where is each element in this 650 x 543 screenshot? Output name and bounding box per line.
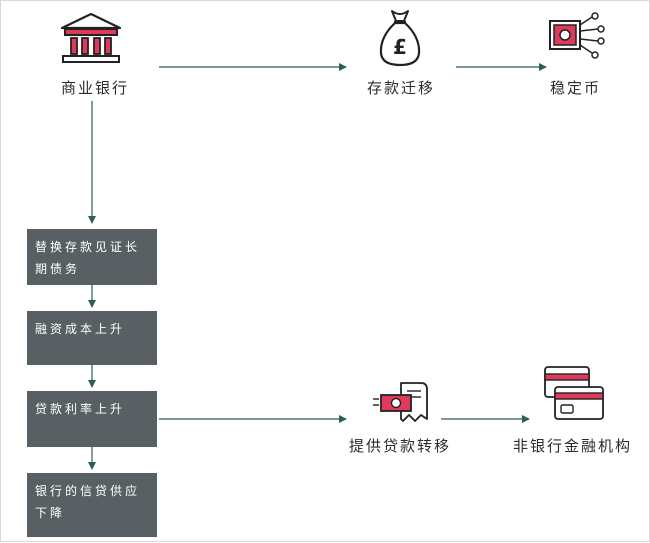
node-bank: 商业银行 — [61, 79, 130, 97]
coin-chip-icon — [549, 12, 605, 59]
step-text-3: 贷款利率上升 — [35, 402, 126, 416]
step-box-2: 融资成本上升 — [27, 311, 157, 365]
svg-text:£: £ — [393, 35, 407, 59]
node-stablecoin: 稳定币 — [550, 79, 602, 97]
money-bag-icon: £ — [379, 10, 421, 67]
step-text-2: 融资成本上升 — [35, 322, 126, 336]
node-deposit-shift: 存款迁移 — [367, 79, 436, 97]
step-text-4: 银行的信贷供应下降 — [35, 484, 141, 520]
cash-receipt-icon — [373, 382, 428, 422]
step-box-4: 银行的信贷供应下降 — [27, 473, 157, 537]
node-nonbank: 非银行金融机构 — [513, 437, 633, 455]
step-box-3: 贷款利率上升 — [27, 391, 157, 447]
step-box-1: 替换存款见证长期债务 — [27, 229, 157, 285]
node-loan-shift: 提供贷款转移 — [349, 437, 452, 455]
bank-icon — [60, 12, 122, 63]
step-text-1: 替换存款见证长期债务 — [35, 240, 141, 276]
credit-card-icon — [544, 366, 604, 420]
